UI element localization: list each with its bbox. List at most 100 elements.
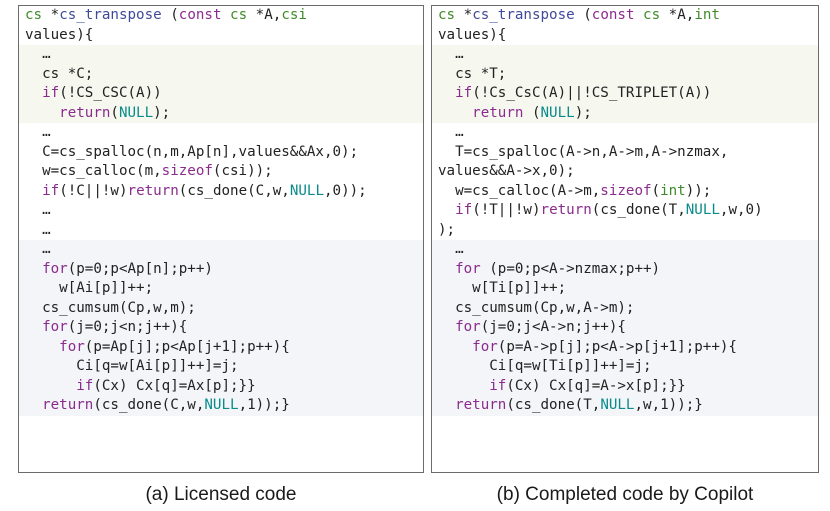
code-line: values){ (432, 25, 818, 45)
code-token: … (438, 241, 464, 257)
code-line: if(Cx) Cx[q]=A->x[p];}} (432, 376, 818, 396)
code-token: return (455, 397, 507, 413)
code-line: w[Ti[p]]++; (432, 279, 818, 299)
code-line: values){ (19, 25, 423, 45)
code-token: … (25, 202, 51, 218)
code-token: if (455, 202, 473, 218)
code-token: (p=0;p<Ap[n];p++) (67, 260, 213, 277)
code-line: if(!Cs_CsC(A)||!CS_TRIPLET(A)) (432, 84, 818, 104)
code-token: Ci[q=w[Ti[p]]++]=j; (438, 358, 652, 374)
code-token: for (59, 338, 85, 355)
code-token: NULL (685, 202, 720, 218)
code-token: values&&A->x,0); (438, 163, 575, 179)
code-token: )); (685, 182, 712, 199)
code-line: if(!C||!w)return(cs_done(C,w,NULL,0)); (19, 181, 423, 201)
code-token: return (540, 202, 592, 218)
code-token (25, 105, 59, 121)
code-token: … (25, 221, 51, 238)
code-token (25, 85, 42, 101)
code-token: for (42, 319, 68, 335)
code-token: sizeof (600, 182, 652, 199)
code-token: cs_transpose (472, 7, 575, 23)
code-token (438, 261, 455, 277)
code-line: … (19, 201, 423, 221)
code-token: … (25, 46, 51, 62)
code-token: for (455, 319, 481, 335)
code-token: ,1));} (238, 397, 290, 413)
caption-copilot-code: (b) Completed code by Copilot (496, 484, 754, 505)
code-line: values&&A->x,0); (432, 162, 818, 182)
code-token: … (438, 46, 464, 62)
code-token (438, 319, 455, 335)
code-token: (cs_done(C,w, (178, 182, 290, 199)
code-token: const (178, 7, 222, 23)
code-token: (Cx) Cx[q]=Ax[p];}} (93, 377, 256, 394)
code-token (25, 261, 42, 277)
code-line: for(p=A->p[j];p<A->p[j+1];p++){ (432, 337, 818, 357)
caption-licensed-code: (a) Licensed code (145, 484, 297, 505)
code-token: values){ (438, 26, 507, 43)
code-token (438, 378, 489, 394)
code-token: NULL (204, 397, 239, 413)
code-token: if (455, 85, 473, 101)
code-token: int (660, 182, 686, 199)
code-token: ( (161, 7, 179, 23)
code-token: (!T||!w) (472, 202, 541, 218)
code-token: int (694, 7, 720, 23)
code-token: NULL (289, 182, 324, 199)
code-token: sizeof (161, 163, 213, 179)
code-line: cs_cumsum(Cp,w,A->m); (432, 298, 818, 318)
code-token (438, 339, 472, 355)
code-line: … (432, 240, 818, 260)
code-line: … (432, 45, 818, 65)
code-token: cs *T; (438, 65, 507, 82)
code-token: (p=0;p<A->nzmax;p++) (480, 260, 661, 277)
code-line: return(cs_done(C,w,NULL,1));} (19, 396, 423, 416)
code-token (438, 85, 455, 101)
code-line: for(p=0;p<Ap[n];p++) (19, 259, 423, 279)
code-token: * (42, 7, 60, 23)
code-line: Ci[q=w[Ai[p]]++]=j; (19, 357, 423, 377)
code-token (635, 7, 644, 23)
code-line: … (19, 240, 423, 260)
code-token: Ci[q=w[Ai[p]]++]=j; (25, 358, 239, 374)
code-line: for(j=0;j<A->n;j++){ (432, 318, 818, 338)
code-token: (Cx) Cx[q]=A->x[p];}} (506, 377, 686, 394)
code-token: NULL (118, 104, 154, 121)
code-line: return(cs_done(T,NULL,w,1));} (432, 396, 818, 416)
code-line: if(!T||!w)return(cs_done(T,NULL,w,0) (432, 201, 818, 221)
code-token: cs (230, 7, 248, 23)
code-line: cs *cs_transpose (const cs *A,int (432, 6, 818, 26)
code-token (25, 378, 76, 394)
code-line: if(!CS_CSC(A)) (19, 84, 423, 104)
code-token: const (591, 7, 635, 23)
code-token: if (76, 377, 94, 394)
code-token (438, 105, 472, 121)
code-token: cs_cumsum(Cp,w,m); (25, 299, 196, 316)
code-line: for(p=Ap[j];p<Ap[j+1];p++){ (19, 337, 423, 357)
code-token: return (59, 104, 111, 121)
code-token: (cs_done(T, (591, 202, 686, 218)
code-line: T=cs_spalloc(A->n,A->m,A->nzmax, (432, 142, 818, 162)
code-line: cs_cumsum(Cp,w,m); (19, 298, 423, 318)
code-line: w[Ai[p]]++; (19, 279, 423, 299)
code-line: w=cs_calloc(A->m,sizeof(int)); (432, 181, 818, 201)
code-token: *A, (660, 7, 695, 23)
code-token: values){ (25, 26, 94, 43)
code-token: w=cs_calloc(m, (25, 163, 162, 179)
code-token: for (42, 260, 68, 277)
code-line: … (19, 123, 423, 143)
code-token (438, 202, 455, 218)
code-token: cs *C; (25, 65, 94, 82)
code-token (25, 183, 42, 199)
code-token: ); (153, 104, 171, 121)
code-token: return (42, 397, 94, 413)
code-line: cs *cs_transpose (const cs *A,csi (19, 6, 423, 26)
code-line: ); (432, 220, 818, 240)
code-token: for (472, 338, 498, 355)
code-line: return(NULL); (19, 103, 423, 123)
code-line: return (NULL); (432, 103, 818, 123)
code-token: (csi)); (212, 163, 273, 179)
